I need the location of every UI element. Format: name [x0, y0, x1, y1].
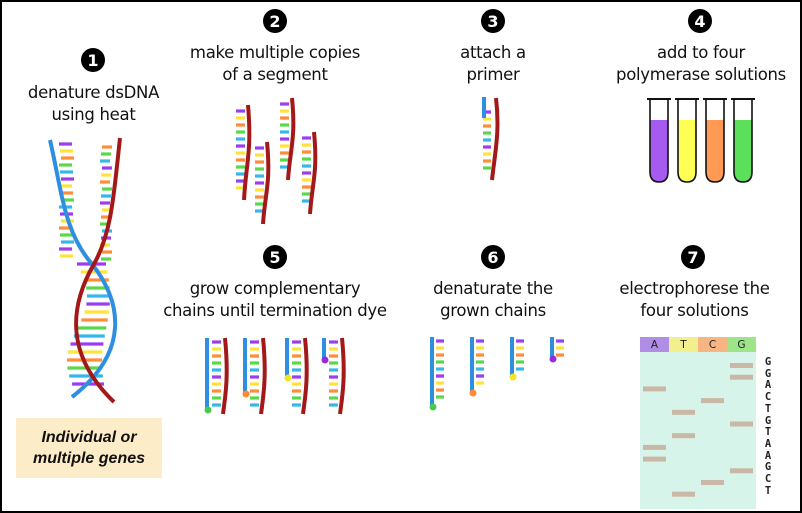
test-tube	[677, 99, 697, 183]
step-6-caption: denaturate the grown chains	[423, 278, 563, 322]
termination-dye	[429, 403, 437, 411]
gel-band	[730, 421, 753, 427]
step-3-caption: attach a primer	[433, 42, 553, 86]
segment-strand	[242, 104, 252, 201]
gel-band	[730, 468, 753, 474]
gel-lane-header	[640, 337, 669, 352]
gel-lane-label-t: T	[680, 338, 687, 351]
step-7-caption: electrophorese the four solutions	[612, 278, 777, 322]
segment-strand	[261, 141, 271, 225]
gel-lane-label-a: A	[650, 338, 659, 351]
gel-lane-header	[727, 337, 756, 352]
step-2-line-1: make multiple copies	[189, 43, 361, 62]
step-7-line-1: electrophorese the	[619, 279, 770, 298]
step-6-number: 6	[481, 245, 505, 269]
gel-band	[701, 398, 724, 404]
sequence-letter: G	[764, 367, 772, 380]
callout-line-1: Individual or	[41, 429, 137, 446]
step-4-caption: add to four polymerase solutions	[601, 42, 800, 86]
step-3-line-1: attach a	[460, 43, 526, 62]
gel-lane-header	[669, 337, 698, 352]
gel-band	[672, 409, 695, 415]
gel-sequence-readout: G G A C T G T A A G C T	[761, 356, 775, 497]
genes-callout: Individual or multiple genes	[16, 418, 162, 478]
sequence-letter: A	[764, 379, 772, 392]
termination-dye	[509, 373, 517, 381]
sequence-letter: G	[764, 461, 772, 474]
step-3-number: 3	[481, 9, 505, 33]
termination-dye	[284, 374, 292, 382]
termination-dye	[321, 356, 329, 364]
dna-strand-red	[74, 137, 122, 404]
step-3-line-2: primer	[466, 65, 520, 84]
sequence-letter: G	[764, 356, 772, 368]
sequence-letter: G	[764, 414, 772, 427]
step-1-line-1: denature dsDNA	[27, 83, 160, 102]
template-strand	[490, 97, 500, 181]
gel-band	[701, 480, 724, 485]
gel-band	[672, 491, 695, 497]
step-2-line-2: of a segment	[222, 65, 328, 84]
template-strand	[259, 337, 267, 415]
step-1-line-2: using heat	[51, 105, 136, 124]
gel-band	[643, 444, 666, 450]
step-5-line-2: chains until termination dye	[163, 301, 387, 320]
gel-band	[730, 374, 753, 380]
termination-dye	[469, 389, 477, 397]
termination-dye	[549, 355, 557, 363]
tube-liquid	[678, 120, 696, 182]
step-7-number: 7	[681, 245, 705, 269]
step-7-line-2: four solutions	[640, 301, 749, 320]
step-4-line-2: polymerase solutions	[616, 65, 786, 84]
test-tube	[705, 99, 725, 183]
step-2-number: 2	[263, 9, 287, 33]
template-strand	[301, 337, 309, 415]
test-tube	[733, 99, 753, 183]
segment-strand	[286, 97, 296, 181]
step-6-line-2: grown chains	[440, 301, 546, 320]
step-1-caption: denature dsDNA using heat	[16, 82, 171, 126]
gel-lane-label-c: C	[708, 338, 717, 351]
step-4-number: 4	[688, 9, 712, 33]
test-tube	[649, 99, 669, 183]
termination-dye	[242, 390, 250, 398]
sequence-letter: T	[764, 426, 772, 439]
sequence-letter: T	[764, 402, 772, 415]
gel-band	[672, 433, 695, 439]
gel-band	[730, 363, 753, 368]
segment-strand	[308, 131, 318, 215]
step-6-line-1: denaturate the	[433, 279, 553, 298]
gel-band	[643, 456, 666, 462]
step-5-line-1: grow complementary	[189, 279, 361, 298]
gel-lane-header	[698, 337, 727, 352]
callout-line-2: multiple genes	[32, 450, 146, 467]
sequence-letter: T	[764, 484, 772, 497]
termination-dye	[204, 406, 212, 414]
sequence-letter: C	[764, 473, 772, 486]
sequence-letter: A	[764, 449, 772, 462]
template-strand	[338, 337, 346, 415]
tube-liquid	[706, 120, 724, 182]
step-2-caption: make multiple copies of a segment	[175, 42, 375, 86]
step-1-number: 1	[81, 48, 105, 72]
template-strand	[221, 337, 229, 415]
tube-liquid	[734, 120, 752, 182]
gel-band	[643, 386, 666, 392]
step-5-caption: grow complementary chains until terminat…	[154, 278, 396, 322]
sequence-letter: C	[764, 391, 772, 404]
step-4-line-1: add to four	[657, 43, 745, 62]
step-5-number: 5	[263, 245, 287, 269]
tube-liquid	[650, 120, 668, 182]
gel-lane-label-g: G	[737, 338, 746, 351]
sequence-letter: A	[764, 437, 772, 450]
